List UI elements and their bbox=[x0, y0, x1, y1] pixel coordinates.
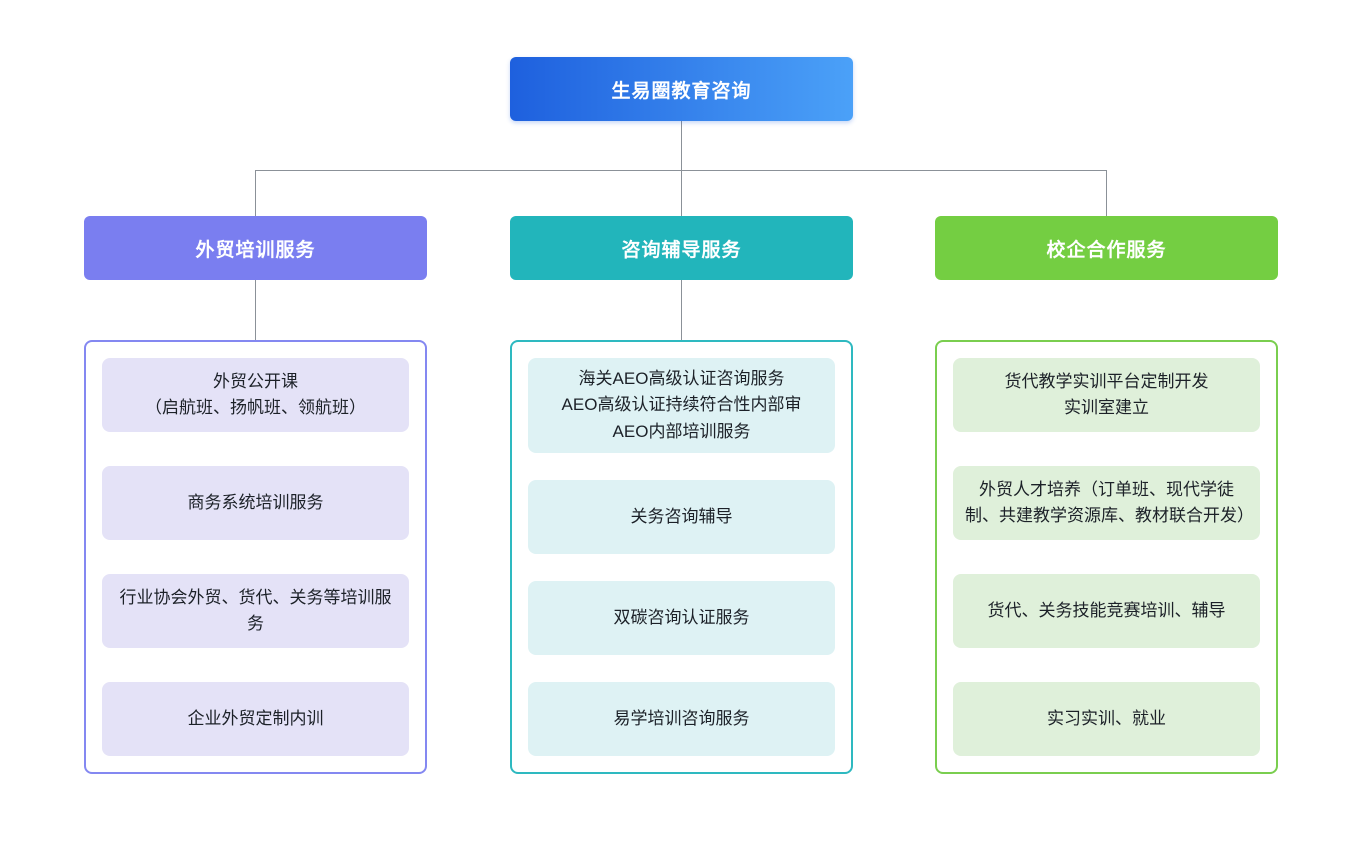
branch-box-consulting: 海关AEO高级认证咨询服务 AEO高级认证持续符合性内部审 AEO内部培训服务 … bbox=[510, 340, 853, 774]
branch-box-trade-training: 外贸公开课 （启航班、扬帆班、领航班） 商务系统培训服务 行业协会外贸、货代、关… bbox=[84, 340, 427, 774]
branch-item: 货代教学实训平台定制开发 实训室建立 bbox=[953, 358, 1260, 432]
branch-header-trade-training: 外贸培训服务 bbox=[84, 216, 427, 280]
branch-item: 双碳咨询认证服务 bbox=[528, 581, 835, 655]
branch-header-consulting: 咨询辅导服务 bbox=[510, 216, 853, 280]
connector-middle-header-to-box bbox=[681, 280, 682, 340]
connector-drop-right bbox=[1106, 170, 1107, 216]
connector-left-header-to-box bbox=[255, 280, 256, 340]
root-node: 生易圈教育咨询 bbox=[510, 57, 853, 121]
branch-item: 海关AEO高级认证咨询服务 AEO高级认证持续符合性内部审 AEO内部培训服务 bbox=[528, 358, 835, 454]
branch-header-label: 外贸培训服务 bbox=[195, 239, 316, 261]
branch-item: 企业外贸定制内训 bbox=[102, 682, 409, 756]
branch-item: 行业协会外贸、货代、关务等培训服务 bbox=[102, 574, 409, 648]
connector-drop-left bbox=[255, 170, 256, 216]
branch-item: 货代、关务技能竞赛培训、辅导 bbox=[953, 574, 1260, 648]
branch-header-school-enterprise: 校企合作服务 bbox=[935, 216, 1278, 280]
branch-header-label: 咨询辅导服务 bbox=[621, 239, 742, 261]
branch-item: 外贸人才培养（订单班、现代学徒制、共建教学资源库、教材联合开发） bbox=[953, 466, 1260, 540]
root-node-label: 生易圈教育咨询 bbox=[611, 80, 752, 102]
connector-drop-middle bbox=[681, 170, 682, 216]
branch-item: 易学培训咨询服务 bbox=[528, 681, 835, 756]
branch-header-label: 校企合作服务 bbox=[1046, 239, 1167, 261]
connector-root-stem bbox=[681, 121, 682, 170]
branch-item: 外贸公开课 （启航班、扬帆班、领航班） bbox=[102, 358, 409, 432]
branch-item: 关务咨询辅导 bbox=[528, 480, 835, 555]
branch-item: 实习实训、就业 bbox=[953, 682, 1260, 756]
branch-item: 商务系统培训服务 bbox=[102, 466, 409, 540]
branch-box-school-enterprise: 货代教学实训平台定制开发 实训室建立 外贸人才培养（订单班、现代学徒制、共建教学… bbox=[935, 340, 1278, 774]
